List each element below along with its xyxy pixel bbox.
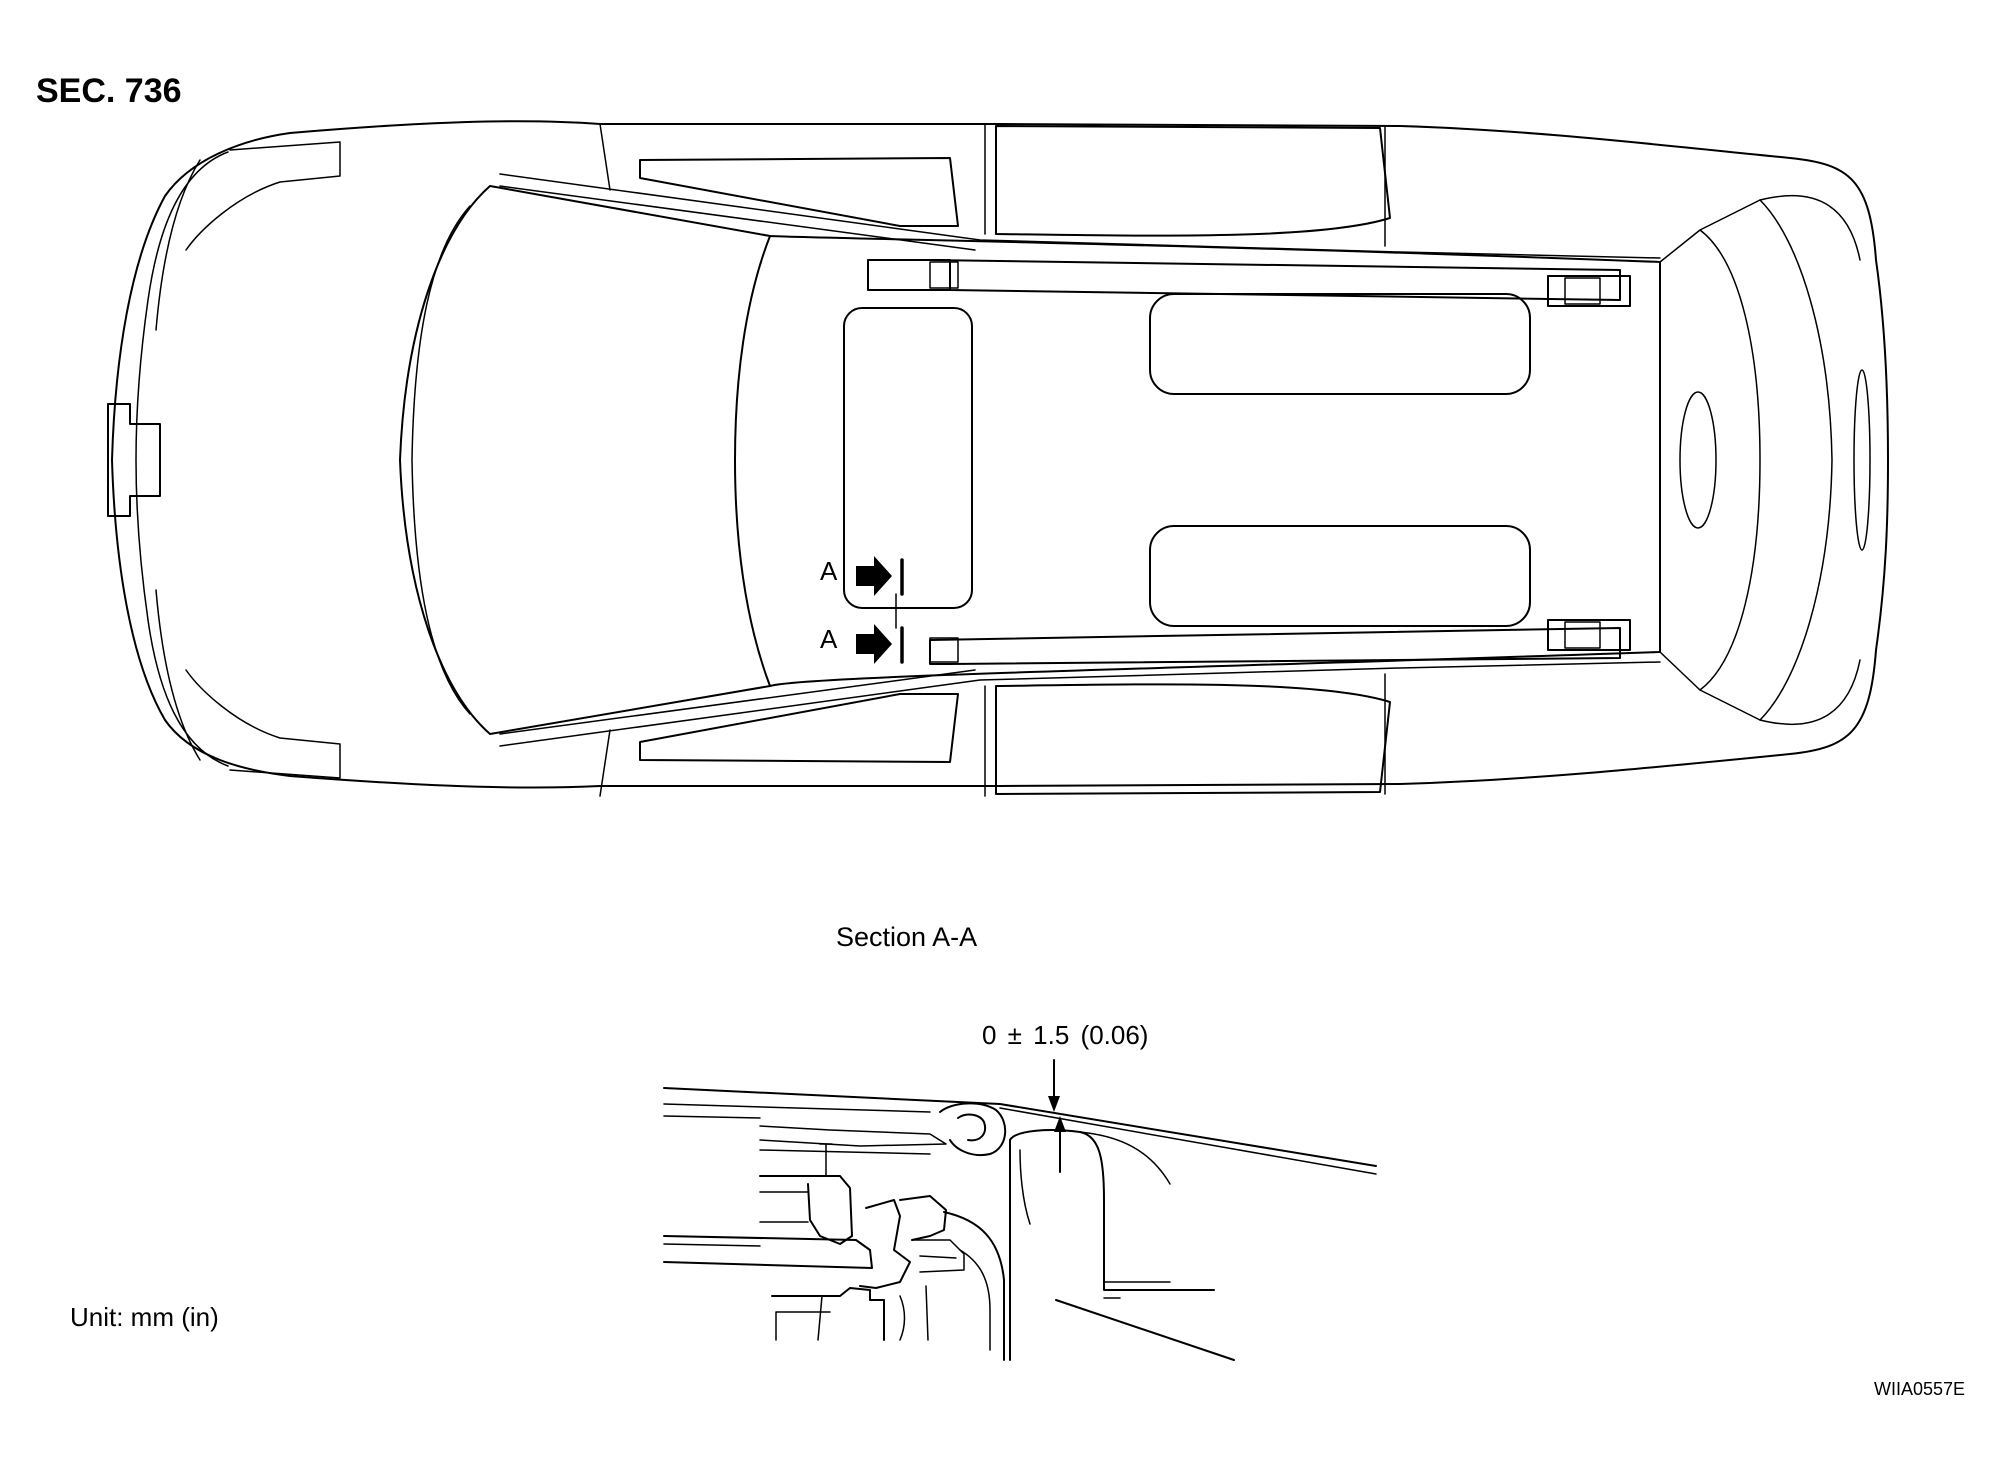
rear-spoiler xyxy=(1759,195,1861,725)
gap-dimension-label: 0 ± 1.5 (0.06) xyxy=(982,1020,1149,1050)
gap-arrow-top-head xyxy=(1048,1096,1060,1112)
clip-head xyxy=(899,1195,947,1241)
lower-door-divider xyxy=(599,673,1386,797)
side-window-front-upper xyxy=(639,157,959,227)
lower-left-profile xyxy=(775,1311,831,1341)
roof-skin-third xyxy=(663,1115,761,1119)
bracket-screw xyxy=(819,1143,833,1177)
roof-skin-inner xyxy=(663,1103,1377,1175)
section-arrow-lower xyxy=(856,624,892,664)
roof-outline xyxy=(769,235,1661,687)
rear-lamp xyxy=(1853,369,1871,551)
roof-panel-lower xyxy=(1149,525,1531,627)
rail-molding xyxy=(939,1102,1006,1156)
section-number-title: SEC. 736 xyxy=(36,72,182,110)
lower-bracket-edge xyxy=(817,1285,929,1341)
lower-ceiling-line xyxy=(1055,1299,1235,1361)
body-inner-outline xyxy=(135,151,229,767)
roof-rail-upper-clip xyxy=(929,261,1601,305)
body-side-panel xyxy=(1009,1129,1215,1291)
bracket-upper-shadow xyxy=(759,1191,809,1223)
bracket-lower xyxy=(663,1235,873,1269)
unit-label: Unit: mm (in) xyxy=(70,1302,219,1332)
side-window-front-lower xyxy=(639,693,959,763)
hood-left-line xyxy=(185,141,341,251)
side-window-rear-lower xyxy=(995,683,1391,795)
roof-panel-upper xyxy=(1149,293,1531,395)
roof-edge-lower xyxy=(499,661,1661,747)
section-marker-upper: A xyxy=(820,556,838,586)
body-side-panel-flange xyxy=(1079,1131,1171,1283)
front-bumper-line xyxy=(155,159,201,761)
roof-skin-outer xyxy=(663,1087,1377,1167)
roof-rail-lower-end xyxy=(1547,619,1631,651)
section-marker-lower: A xyxy=(820,624,838,654)
lower-bracket xyxy=(771,1287,885,1341)
body-outline xyxy=(111,120,1889,789)
molding-retainer-lower xyxy=(759,1149,931,1155)
roof-rail-upper-end xyxy=(1547,275,1631,307)
side-window-rear-upper xyxy=(995,125,1391,237)
rear-window-inner xyxy=(1699,199,1833,721)
windshield-inner xyxy=(411,205,471,715)
roof-edge-upper xyxy=(499,173,1661,259)
windshield xyxy=(399,185,771,735)
inner-pillar-edge xyxy=(1019,1149,1031,1225)
figure-code: WIIA0557E xyxy=(1874,1379,1966,1399)
trim-panel xyxy=(943,1211,1005,1361)
upper-door-divider xyxy=(599,123,1386,247)
wiring-line xyxy=(663,1243,761,1247)
clip-detail xyxy=(911,1239,965,1273)
section-arrow-upper xyxy=(856,556,892,596)
rear-wiper xyxy=(1679,391,1717,529)
hood-right-line xyxy=(185,669,341,779)
rear-window xyxy=(1659,229,1761,691)
bracket-upper xyxy=(759,1175,853,1245)
front-emblem xyxy=(107,403,161,517)
rail-molding-inner xyxy=(957,1113,986,1142)
gap-arrow-bottom-head xyxy=(1054,1116,1066,1132)
trim-panel-inner xyxy=(959,1249,991,1351)
roof-rail-lower-clip xyxy=(929,621,1601,663)
section-view-title: Section A-A xyxy=(836,922,978,952)
molding-retainer xyxy=(759,1125,947,1147)
clip-body xyxy=(859,1199,911,1289)
sunroof-panel xyxy=(843,307,973,609)
